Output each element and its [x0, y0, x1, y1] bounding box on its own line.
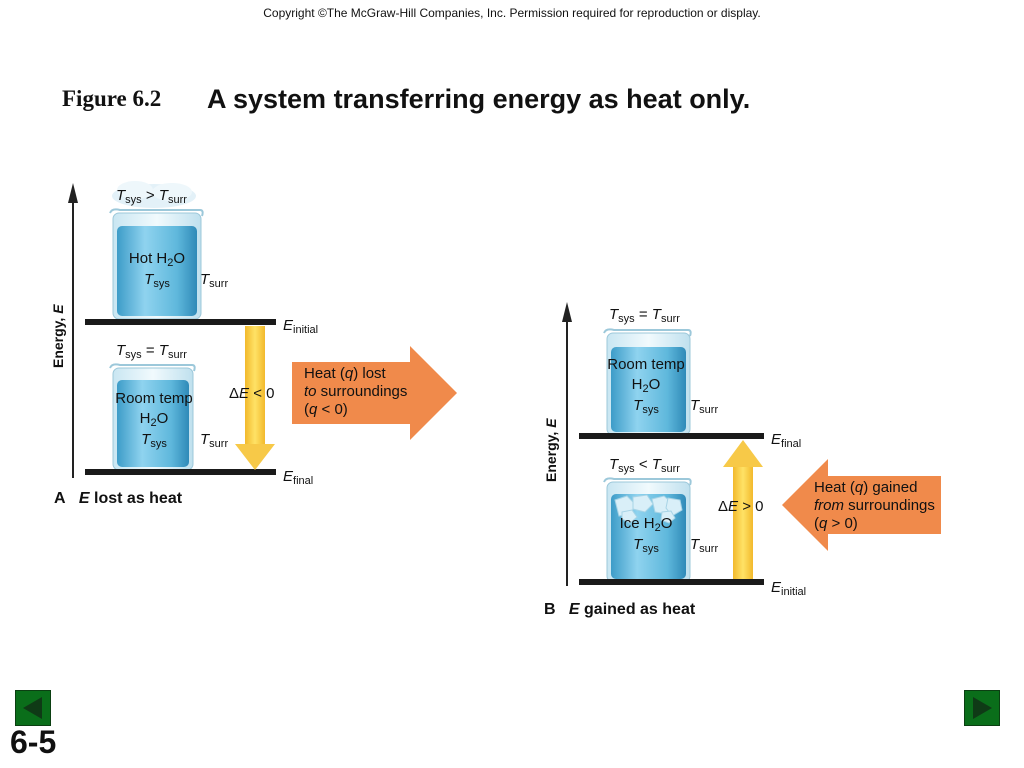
panel-a-top-tsys: Tsys [144, 271, 170, 290]
panel-a-top-tsurr: Tsurr [200, 271, 229, 290]
panel-a-e-final: Efinal [283, 468, 314, 487]
panel-b-level-final [579, 433, 764, 439]
triangle-right-icon [973, 697, 992, 719]
panel-a-delta-arrow [235, 326, 275, 470]
panel-b-e-initial: Einitial [771, 579, 807, 598]
panel-a-heat-label: Heat (q) lost to surroundings (q < 0) [304, 365, 408, 418]
figure-title: A system transferring energy as heat onl… [207, 84, 751, 114]
panel-a-caption: A E lost as heat [54, 490, 183, 507]
panel-b-ice-water-label: Ice H2O [619, 515, 673, 534]
panel-b-level-initial [579, 579, 764, 585]
panel-a-bottom-condition: Tsys = Tsurr [116, 342, 187, 361]
panel-b-e-final: Efinal [771, 431, 802, 450]
panel-a-axis-label: Energy, E [50, 304, 66, 368]
panel-a-axis [68, 183, 78, 478]
panel-a-heat-arrow [292, 346, 457, 440]
panel-b-bottom-condition: Tsys < Tsurr [609, 456, 680, 475]
panel-a-level-initial [85, 319, 276, 325]
panel-b-caption: B E gained as heat [544, 601, 696, 618]
panel-a-hot-water-label: Hot H2O [128, 250, 186, 269]
panel-a-delta-label: ΔE < 0 [229, 385, 275, 402]
panel-b-axis-label: Energy, E [543, 418, 559, 482]
panel-b-delta-label: ΔE > 0 [718, 498, 764, 515]
panel-a-level-final [85, 469, 276, 475]
panel-b-delta-arrow [723, 440, 763, 579]
panel-b-room-beaker [603, 328, 692, 436]
slide-number: 6-5 [10, 724, 57, 760]
panel-a-hot-beaker [109, 181, 204, 320]
panel-b-top-tsurr: Tsurr [690, 397, 719, 416]
panel-b-top-tsys: Tsys [633, 397, 659, 416]
panel-b-room-temp-label: Room temp [607, 356, 685, 373]
panel-a-room-water-label: H2O [139, 410, 169, 429]
panel-a-room-beaker [109, 363, 196, 471]
figure-label: Figure 6.2 [62, 86, 162, 111]
triangle-left-icon [23, 697, 42, 719]
panel-b-top-condition: Tsys = Tsurr [609, 306, 680, 325]
panel-b-bottom-tsys: Tsys [633, 536, 659, 555]
panel-a-bottom-tsurr: Tsurr [200, 431, 229, 450]
panel-b-heat-arrow [782, 459, 941, 551]
next-slide-button[interactable] [964, 690, 1000, 726]
panel-b-bottom-tsurr: Tsurr [690, 536, 719, 555]
panel-b-room-water-label: H2O [631, 376, 661, 395]
panel-a-room-temp-label: Room temp [115, 390, 193, 407]
panel-b-heat-label: Heat (q) gained from surroundings (q > 0… [814, 479, 935, 532]
panel-a-top-condition: Tsys > Tsurr [116, 187, 187, 206]
panel-a-bottom-tsys: Tsys [141, 431, 167, 450]
panel-b-axis [562, 302, 572, 586]
prev-slide-button[interactable] [15, 690, 51, 726]
panel-a-e-initial: Einitial [283, 317, 319, 336]
copyright-notice: Copyright ©The McGraw-Hill Companies, In… [263, 6, 761, 20]
